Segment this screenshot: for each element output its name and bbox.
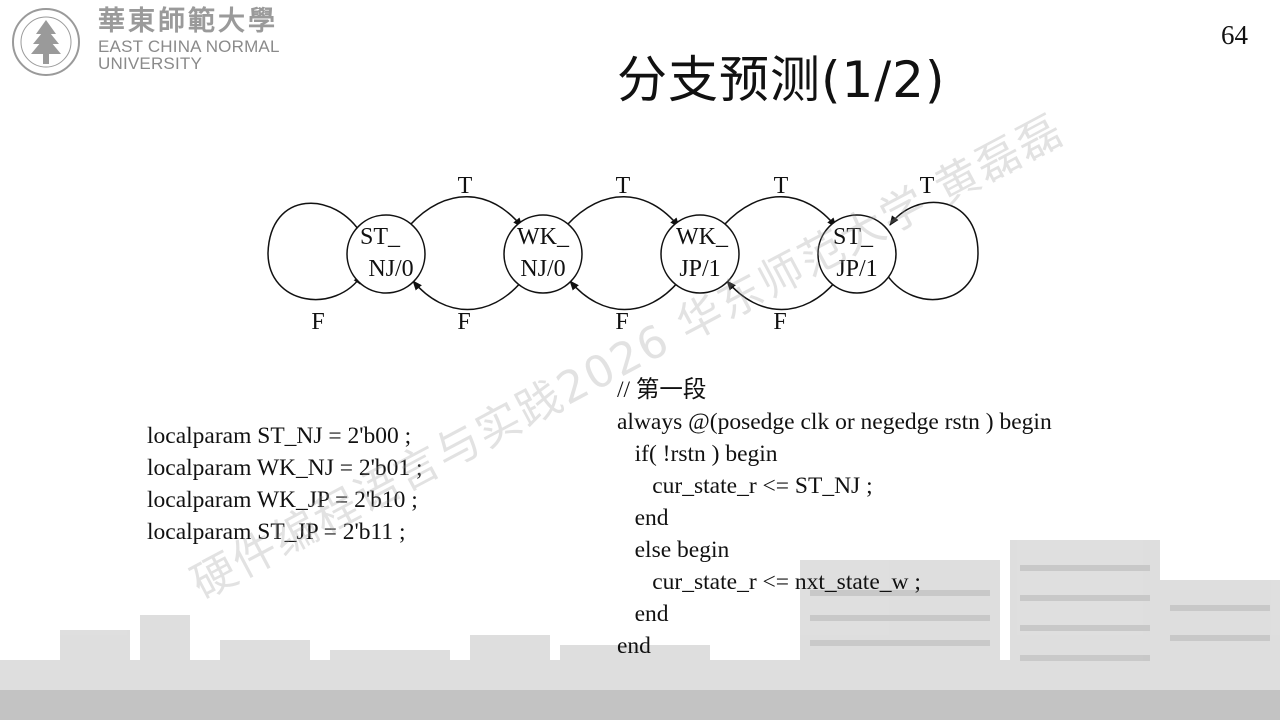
page-number: 64 [1221, 20, 1248, 50]
state-wk-jp [660, 214, 740, 294]
state-wk-nj-line2: NJ/0 [520, 256, 565, 282]
state-st-jp [817, 214, 897, 294]
param-line: localparam WK_NJ = 2'b01 ; [147, 455, 423, 481]
fsm-diagram: ST_ NJ/0 WK_ NJ/0 WK_ JP/1 ST_ JP/1 T T … [267, 173, 979, 335]
label-t-3: T [774, 173, 789, 199]
state-wk-jp-line2: JP/1 [679, 256, 720, 282]
self-loop-st-jp [886, 201, 979, 301]
state-st-nj [346, 214, 426, 294]
university-name: 華東師範大學 EAST CHINA NORMAL UNIVERSITY [98, 6, 280, 72]
arc-t-2 [566, 196, 680, 228]
label-t-1: T [458, 173, 473, 199]
localparam-block: localparam ST_NJ = 2'b00 ; localparam WK… [147, 420, 423, 548]
code-line: cur_state_r <= nxt_state_w ; [617, 569, 921, 595]
param-line: localparam WK_JP = 2'b10 ; [147, 487, 418, 513]
state-wk-jp-line1: WK_ [676, 224, 729, 250]
university-name-cn: 華東師範大學 [98, 6, 278, 37]
label-t-2: T [616, 173, 631, 199]
campus-background-image [0, 540, 1280, 720]
code-line: else begin [617, 537, 730, 563]
self-loop-st-nj [267, 202, 363, 301]
label-f-2: F [457, 309, 470, 335]
code-line: end [617, 633, 651, 659]
university-name-en-line2: UNIVERSITY [98, 54, 203, 73]
state-wk-nj-line1: WK_ [517, 224, 570, 250]
param-line: localparam ST_JP = 2'b11 ; [147, 519, 406, 545]
label-t-4: T [920, 173, 935, 199]
arc-f-2 [569, 280, 680, 311]
code-line: always @(posedge clk or negedge rstn ) b… [617, 409, 1052, 435]
arc-f-1 [412, 280, 523, 311]
code-line: end [617, 601, 669, 627]
state-st-jp-line2: JP/1 [836, 256, 877, 282]
label-f-3: F [615, 309, 628, 335]
code-line: end [617, 505, 669, 531]
arc-f-3 [726, 280, 837, 311]
code-line: cur_state_r <= ST_NJ ; [617, 473, 873, 499]
state-st-nj-line1: ST_ [360, 224, 401, 250]
university-name-en-line1: EAST CHINA NORMAL [98, 37, 280, 56]
state-st-nj-line2: NJ/0 [368, 256, 413, 282]
slide-title: 分支预测(1/2) [617, 51, 946, 109]
arc-t-1 [409, 196, 523, 228]
code-line: if( !rstn ) begin [617, 441, 778, 467]
state-st-jp-line1: ST_ [833, 224, 874, 250]
param-line: localparam ST_NJ = 2'b00 ; [147, 423, 412, 449]
state-wk-nj [503, 214, 583, 294]
arc-t-3 [723, 196, 837, 228]
university-logo [12, 8, 80, 76]
label-f-4: F [773, 309, 786, 335]
code-block: // 第一段 always @(posedge clk or negedge r… [617, 374, 1052, 662]
label-f-1: F [311, 309, 324, 335]
code-comment: // 第一段 [617, 377, 707, 403]
